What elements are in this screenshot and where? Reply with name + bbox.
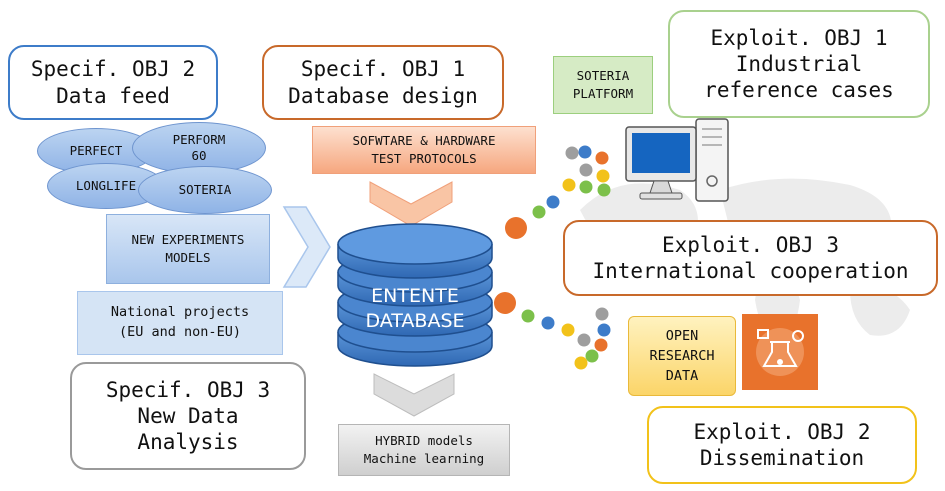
dot: [597, 323, 611, 337]
exploit-obj1-line3: reference cases: [704, 78, 894, 103]
dot: [561, 323, 575, 337]
research-icon: [742, 314, 818, 390]
project-soteria: SOTERIA: [138, 166, 272, 214]
dot: [494, 292, 516, 314]
exploit-obj2-box: Exploit. OBJ 2 Dissemination: [647, 406, 917, 484]
national-projects-box: National projects (EU and non-EU): [77, 291, 283, 355]
spec-obj1-subtitle: Database design: [288, 83, 478, 108]
open-research-data-box: OPEN RESEARCH DATA: [628, 316, 736, 396]
national-projects-line1: National projects: [110, 304, 250, 321]
soteria-platform-box: SOTERIA PLATFORM: [553, 56, 653, 114]
open-research-line1: OPEN: [665, 327, 699, 344]
dot: [505, 217, 527, 239]
new-experiments-line1: NEW EXPERIMENTS: [131, 231, 245, 247]
dot: [578, 145, 592, 159]
dot: [596, 169, 610, 183]
dot: [597, 183, 611, 197]
chevron-right-icon: [282, 206, 331, 288]
dot: [565, 146, 579, 160]
spec-obj2-box: Specif. OBJ 2 Data feed: [8, 45, 218, 120]
computer-icon: [625, 118, 729, 202]
soteria-platform-line1: SOTERIA: [576, 67, 630, 83]
database-label: ENTENTE DATABASE: [340, 284, 490, 333]
project-perform-number: 60: [191, 148, 207, 163]
test-protocols-box: SOFWTARE & HARDWARE TEST PROTOCOLS: [312, 126, 536, 174]
project-longlife-label: LONGLIFE: [75, 177, 137, 193]
dot: [595, 307, 609, 321]
project-perfect-label: PERFECT: [69, 142, 123, 158]
lower-dot-trail: [494, 292, 611, 370]
dot: [562, 178, 576, 192]
spec-obj1-title: Specif. OBJ 1: [300, 57, 466, 82]
open-research-line3: DATA: [665, 368, 699, 385]
dot: [521, 309, 535, 323]
dot: [594, 338, 608, 352]
soteria-platform-line2: PLATFORM: [572, 86, 634, 101]
dot: [577, 333, 591, 347]
open-research-line2: RESEARCH: [649, 347, 715, 364]
database-label-line1: ENTENTE: [371, 285, 459, 307]
spec-obj2-title: Specif. OBJ 2: [30, 57, 196, 82]
database-label-line2: DATABASE: [365, 309, 465, 332]
new-experiments-line2: MODELS: [165, 250, 211, 265]
test-protocols-line2: TEST PROTOCOLS: [371, 151, 477, 166]
exploit-obj1-title: Exploit. OBJ 1: [710, 25, 888, 50]
new-experiments-box: NEW EXPERIMENTS MODELS: [106, 214, 270, 284]
national-projects-line2: (EU and non-EU): [119, 324, 241, 340]
spec-obj3-title: Specif. OBJ 3: [105, 377, 271, 402]
exploit-obj2-title: Exploit. OBJ 2: [693, 419, 871, 444]
test-protocols-line1: SOFWTARE & HARDWARE: [352, 132, 496, 148]
spec-obj2-subtitle: Data feed: [56, 83, 170, 108]
exploit-obj2-subtitle: Dissemination: [699, 446, 865, 470]
exploit-obj1-box: Exploit. OBJ 1 Industrial reference case…: [668, 10, 930, 118]
hybrid-line2: Machine learning: [363, 451, 485, 466]
spec-obj3-line3: Analysis: [137, 430, 239, 455]
exploit-obj3-subtitle: International cooperation: [592, 259, 909, 283]
exploit-obj3-box: Exploit. OBJ 3 International cooperation: [563, 220, 938, 296]
chevron-down-icon: [369, 181, 453, 227]
exploit-obj3-title: Exploit. OBJ 3: [661, 232, 839, 257]
dot: [579, 163, 593, 177]
dot: [574, 356, 588, 370]
spec-obj3-line2: New Data: [137, 403, 239, 428]
project-perform-label: PERFORM: [172, 131, 226, 147]
spec-obj1-box: Specif. OBJ 1 Database design: [262, 45, 504, 120]
hybrid-models-box: HYBRID models Machine learning: [338, 424, 510, 476]
dot: [532, 205, 546, 219]
database-icon: [337, 223, 493, 367]
dot: [595, 151, 609, 165]
hybrid-line1: HYBRID models: [375, 432, 473, 448]
dot: [541, 316, 555, 330]
dot: [546, 195, 560, 209]
dot: [579, 180, 593, 194]
upper-dot-trail: [505, 145, 611, 239]
project-soteria-label: SOTERIA: [178, 181, 232, 197]
dot: [585, 349, 599, 363]
chevron-down-gray-icon: [373, 373, 455, 417]
spec-obj3-box: Specif. OBJ 3 New Data Analysis: [70, 362, 306, 470]
exploit-obj1-line2: Industrial: [735, 51, 863, 76]
